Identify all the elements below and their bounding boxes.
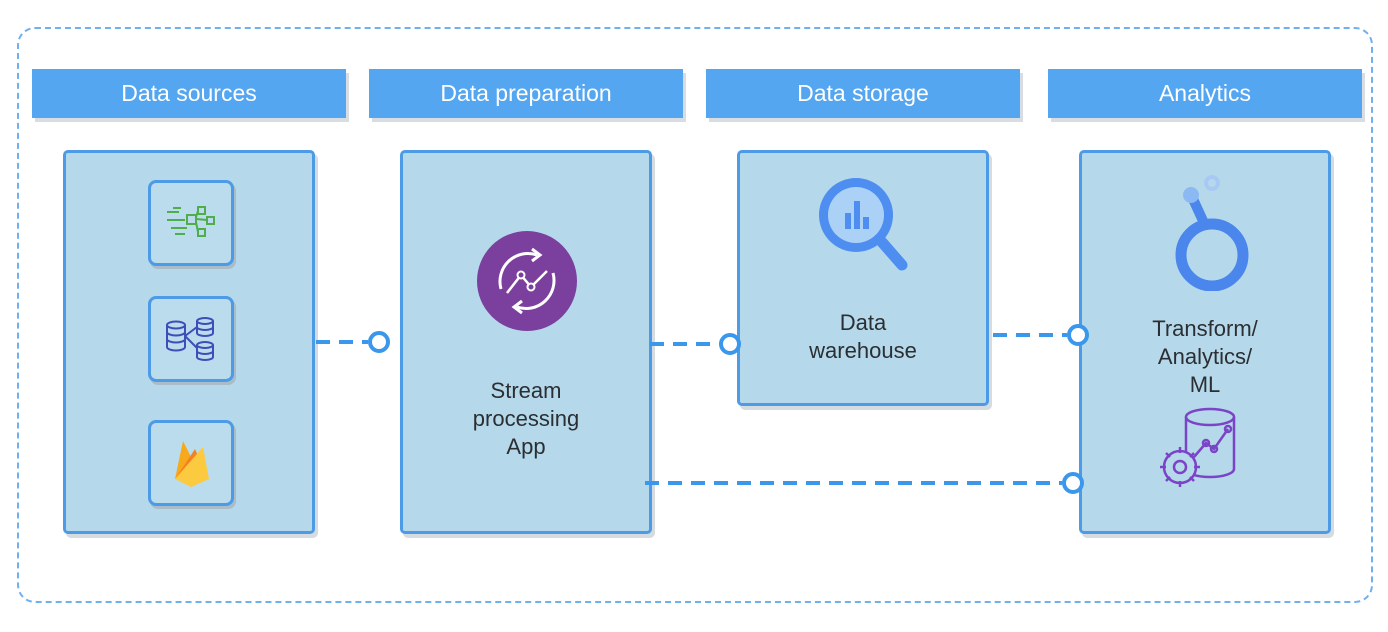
vertex-ai-icon <box>1160 407 1236 487</box>
bigquery-icon <box>819 178 908 271</box>
firebase-icon <box>175 441 209 487</box>
panel-data-storage: Data warehouse <box>737 150 989 406</box>
header-data-sources: Data sources <box>32 69 346 118</box>
database-transfer-icon <box>166 317 214 361</box>
header-data-preparation: Data preparation <box>369 69 683 118</box>
diagram-frame <box>17 27 1373 603</box>
header-data-storage: Data storage <box>706 69 1020 118</box>
panel-data-preparation: Stream processing App <box>400 150 652 534</box>
stream-processing-icon <box>477 231 577 331</box>
looker-icon <box>1175 175 1249 291</box>
source-tile-dataflow[interactable] <box>148 180 234 266</box>
stream-processing-app-label: Stream processing App <box>472 378 580 459</box>
transform-analytics-ml-label: Transform/ Analytics/ ML <box>1152 316 1258 397</box>
data-warehouse-label: Data warehouse <box>809 310 917 363</box>
source-tile-firebase[interactable] <box>148 420 234 506</box>
source-tile-database[interactable] <box>148 296 234 382</box>
header-analytics: Analytics <box>1048 69 1362 118</box>
panel-analytics: Transform/ Analytics/ ML <box>1079 150 1331 534</box>
dataflow-icon <box>167 206 215 237</box>
panel-data-sources <box>63 150 315 534</box>
